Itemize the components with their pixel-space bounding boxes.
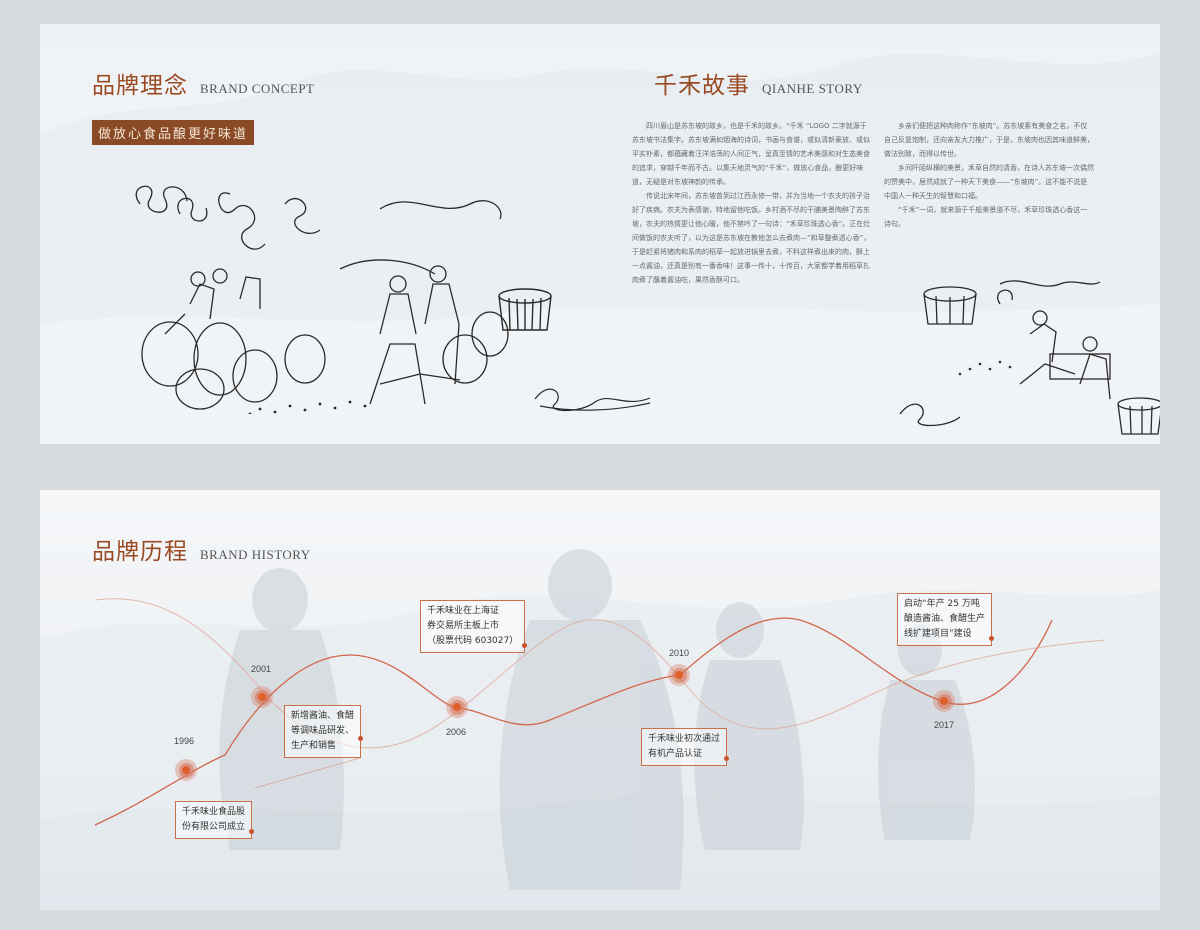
brand-history-title: 品牌历程 [92,539,188,565]
brand-history-heading: 品牌历程 BRAND HISTORY [92,532,311,566]
brand-history-panel: 品牌历程 BRAND HISTORY 1996 千禾味业食品股 份有限公司成立 … [40,490,1160,910]
event-line: 酿造酱油、食醋生产 [904,614,986,624]
qianhe-story-title: 千禾故事 [654,73,750,99]
brand-history-subtitle: BRAND HISTORY [200,547,311,562]
milestone-marker-2006[interactable] [446,696,468,718]
milestone-event-2010: 千禾味业初次通过 有机产品认证 [641,728,730,766]
brand-concept-title: 品牌理念 [92,73,188,99]
qianhe-story-subtitle: QIANHE STORY [762,81,863,96]
milestone-marker-2017[interactable] [933,690,955,712]
event-line: 千禾味业初次通过 [648,734,721,744]
brand-slogan: 做放心食品酿更好味道 [92,120,255,145]
milestone-marker-2001[interactable] [251,686,273,708]
story-paragraph: 乡亲们便把这种肉称作“东坡肉”。苏东坡素有美食之名，不仅自己反复炮制，还向亲友大… [884,122,1094,158]
hikers-background [40,549,1160,910]
mountain-background [40,54,1160,444]
milestone-event-2006: 千禾味业在上海证 券交易所主板上市 （股票代码 603027） [420,600,528,653]
event-line: 千禾味业在上海证 [427,606,500,616]
event-line: 千禾味业食品股 [182,807,246,817]
event-line: 券交易所主板上市 [427,621,500,631]
milestone-year-1996: 1996 [174,736,195,746]
timeline-curves [94,598,1106,826]
brewing-workers-illustration [135,185,509,414]
milestone-event-2017: 启动“年产 25 万吨 酿造酱油、食醋生产 线扩建项目”建设 [897,593,995,646]
milestone-year-2017: 2017 [934,720,955,730]
milestone-marker-1996[interactable] [175,759,197,781]
event-line: 份有限公司成立 [182,822,246,832]
qianhe-story-heading: 千禾故事 QIANHE STORY [654,66,863,100]
story-paragraph: 传说北宋年间，苏东坡曾到过江西永修一带，并为当地一个农夫的孩子治好了疾病。农夫为… [632,192,871,284]
story-column-2: 乡亲们便把这种肉称作“东坡肉”。苏东坡素有美食之名，不仅自己反复炮制，还向亲友大… [884,119,1094,231]
brand-concept-heading: 品牌理念 BRAND CONCEPT [92,66,315,100]
event-line: 新增酱油、食醋 [291,711,355,721]
wave-ornament-illustration [534,388,651,412]
story-paragraph: 四川眉山是苏东坡的故乡，也是千禾的故乡。“千禾 “LOGO 二字就源于苏东坡书法… [632,122,870,186]
cooking-scene-illustration [899,280,1160,435]
milestone-event-1996: 千禾味业食品股 份有限公司成立 [175,801,255,839]
milestone-year-2010: 2010 [669,648,690,658]
event-line: 启动“年产 25 万吨 [904,599,980,609]
grain-basket-illustration [498,288,552,331]
brand-concept-subtitle: BRAND CONCEPT [200,81,315,96]
event-line: （股票代码 603027） [427,636,519,646]
event-line: 线扩建项目”建设 [904,629,972,639]
event-line: 有机产品认证 [648,749,703,759]
event-line: 等调味品研发、 [291,726,355,736]
milestone-marker-2010[interactable] [668,664,690,686]
milestone-year-2006: 2006 [446,727,467,737]
brand-story-panel: 品牌理念 BRAND CONCEPT 做放心食品酿更好味道 千禾故事 QIANH… [40,24,1160,444]
milestone-event-2001: 新增酱油、食醋 等调味品研发、 生产和销售 [284,705,364,758]
story-paragraph: “千禾”一词，就来源于千般美景道不尽，禾草珍珠透心香这一诗句。 [884,206,1088,228]
event-line: 生产和销售 [291,741,337,751]
story-paragraph: 乡间阡陌纵横的美景，禾草自然的清香，在诗人苏东坡一次偶然的赞美中，居然成就了一种… [884,164,1094,200]
story-column-1: 四川眉山是苏东坡的故乡，也是千禾的故乡。“千禾 “LOGO 二字就源于苏东坡书法… [632,119,872,287]
milestone-year-2001: 2001 [251,664,272,674]
